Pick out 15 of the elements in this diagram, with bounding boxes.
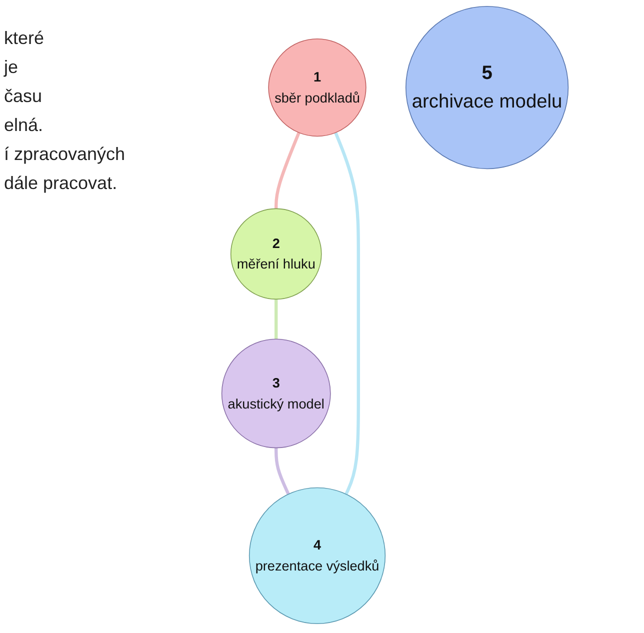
connector — [334, 132, 360, 495]
text-fragment: je — [4, 57, 20, 78]
node-circle: 3 akustický model — [221, 338, 331, 448]
text-fragment: které — [4, 28, 46, 49]
connector — [274, 299, 278, 340]
connector — [274, 448, 290, 495]
connector — [274, 132, 300, 209]
text-fragment: času — [4, 86, 44, 107]
node-circle: 2 měření hluku — [230, 208, 322, 300]
node-circle: 4 prezentace výsledků — [248, 487, 386, 624]
text-fragment: í zpracovaných — [4, 144, 126, 165]
text-fragment: elná. — [4, 115, 44, 136]
node-circle: 1 sběr podkladů — [268, 38, 366, 137]
text-fragment: dále pracovat. — [4, 173, 118, 194]
node-circle: 5 archivace modelu — [406, 6, 569, 170]
